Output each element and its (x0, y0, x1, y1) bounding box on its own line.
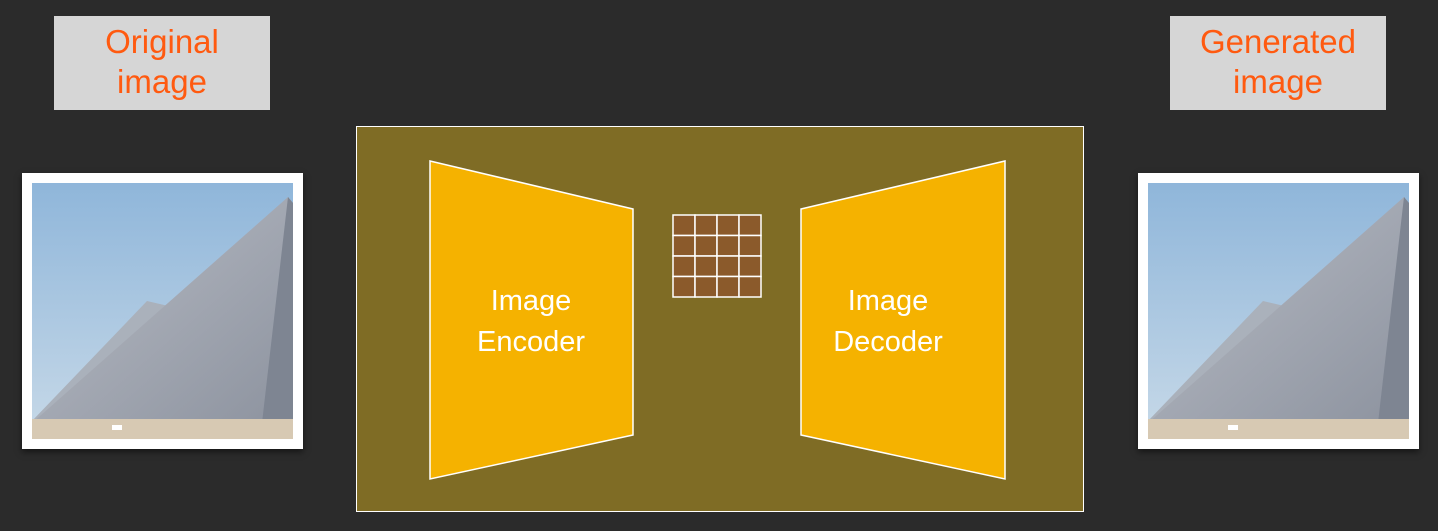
generated-label-line1: Generated (1200, 23, 1356, 60)
latent-cell (672, 234, 696, 257)
decoder-label: Image Decoder (788, 281, 988, 363)
autoencoder-model: Image Encoder Image Decoder (356, 126, 1084, 512)
latent-cell (738, 275, 762, 298)
original-image (22, 173, 303, 449)
decoder-label-line1: Image (847, 285, 929, 317)
latent-cell (694, 214, 718, 237)
original-label-line2: image (117, 63, 207, 100)
latent-cell (716, 255, 740, 278)
decoder-label-line2: Decoder (833, 326, 943, 358)
model-diagram (429, 160, 1006, 480)
latent-grid (672, 214, 762, 298)
latent-cell (672, 255, 696, 278)
generated-image-label: Generated image (1170, 16, 1386, 110)
latent-cell (694, 275, 718, 298)
pyramid-photo-original (32, 183, 293, 439)
encoder-label-line1: Image (490, 285, 572, 317)
latent-cell (694, 234, 718, 257)
latent-cell (738, 214, 762, 237)
generated-image (1138, 173, 1419, 449)
latent-cell (716, 275, 740, 298)
encoder-label: Image Encoder (431, 281, 631, 363)
original-label-line1: Original (105, 23, 219, 60)
latent-cell (716, 234, 740, 257)
generated-label-line2: image (1233, 63, 1323, 100)
encoder-block (429, 160, 634, 480)
latent-cell (672, 214, 696, 237)
pyramid-photo-generated (1148, 183, 1409, 439)
decoder-block (800, 160, 1006, 480)
latent-cell (672, 275, 696, 298)
latent-cell (694, 255, 718, 278)
encoder-label-line2: Encoder (476, 326, 585, 358)
latent-cell (738, 234, 762, 257)
original-image-label: Original image (54, 16, 270, 110)
latent-cell (738, 255, 762, 278)
latent-cell (716, 214, 740, 237)
